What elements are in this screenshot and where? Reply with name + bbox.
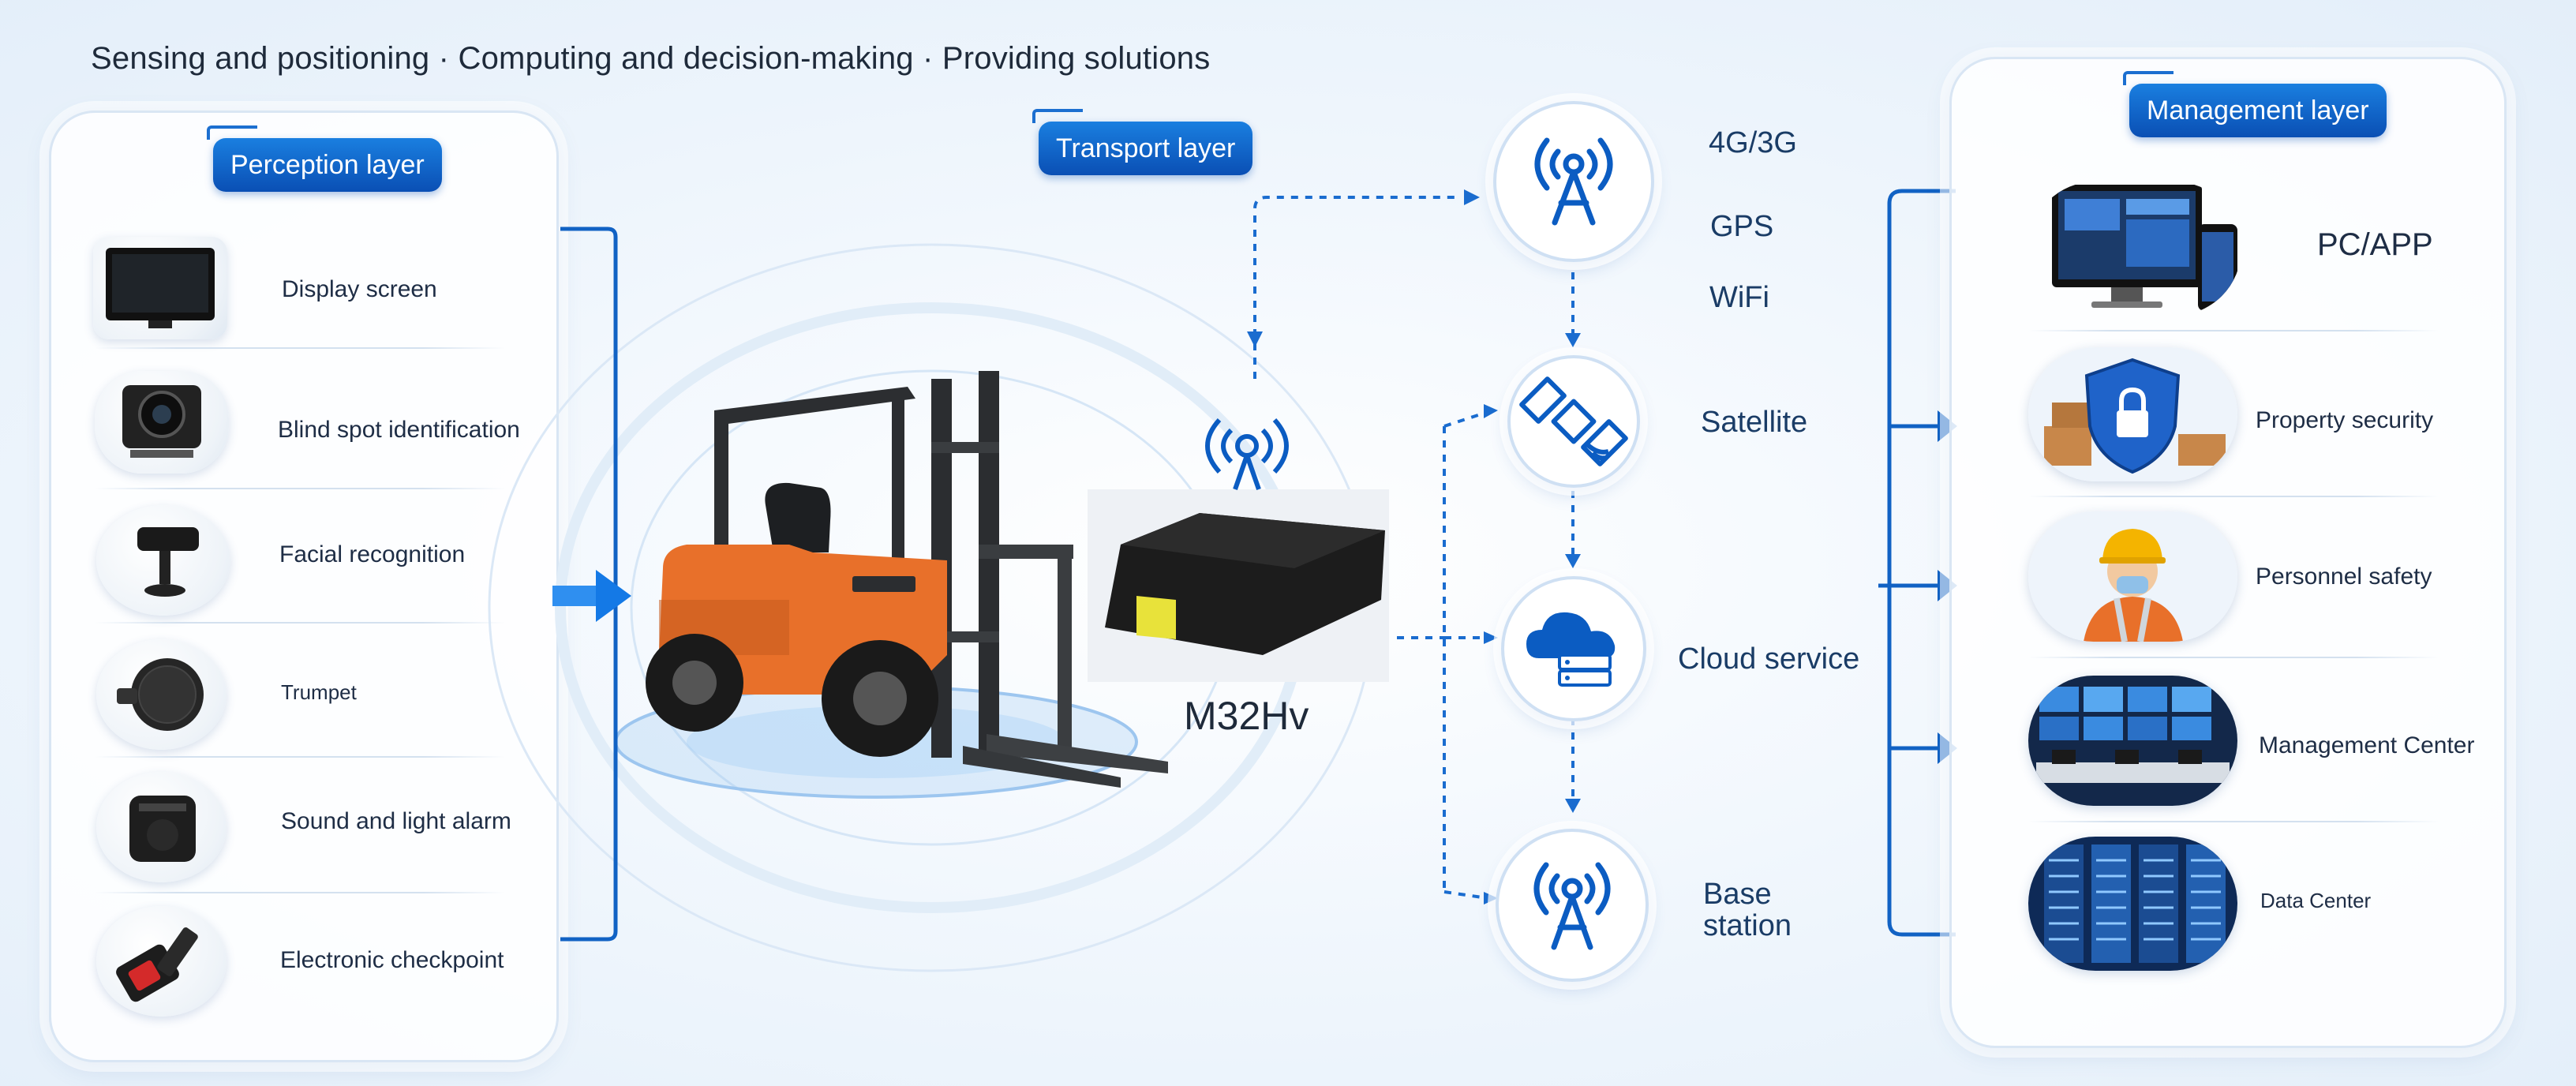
face-camera-thumb [96,505,230,616]
shield-lock-icon [2028,347,2237,481]
row-divider [95,756,505,758]
row-divider [95,488,505,489]
pc-app-label: PC/APP [2317,227,2433,262]
network-4g-circle [1493,101,1654,262]
cloud-server-icon [1526,612,1616,687]
camera-icon [122,385,201,458]
worker-icon [2028,511,2237,642]
display-screen-thumb [93,237,227,339]
row-divider [95,347,505,349]
network-4g-label: 4G/3G [1709,126,1797,159]
row-divider [2028,821,2439,822]
row-divider [95,892,505,893]
alarm-thumb [96,772,227,882]
satellite-icon [1519,376,1628,466]
trumpet-label: Trumpet [281,680,357,704]
alarm-icon [129,796,196,862]
cloud-service-label: Cloud service [1678,642,1860,676]
seatbelt-icon [116,927,198,1002]
management-center-label: Management Center [2259,732,2475,758]
row-divider [95,622,505,624]
data-center-label: Data Center [2260,889,2372,912]
antenna-tower-icon [1534,137,1613,226]
facial-recognition-label: Facial recognition [279,541,466,567]
antenna-tower-icon [1533,862,1611,950]
pc-app-thumb [2028,182,2241,316]
satellite-circle [1507,355,1640,488]
device-model-label: M32Hv [1184,694,1309,738]
display-screen-icon [106,248,215,328]
device-antenna-icon [1205,418,1289,490]
seatbelt-thumb [96,906,227,1017]
management-center-thumb [2028,676,2237,806]
cloud-service-circle [1501,576,1646,721]
face-recognition-camera-icon [137,527,199,597]
personnel-safety-thumb [2028,511,2237,642]
page-headline: Sensing and positioning · Computing and … [91,41,1211,76]
pc-app-icon [2052,185,2237,311]
row-divider [2028,657,2439,658]
transport-layer-title: Transport layer [1032,109,1253,175]
sound-light-alarm-label: Sound and light alarm [281,808,511,834]
display-screen-label: Display screen [282,276,437,302]
camera-thumb [95,371,229,474]
base-station-label-line1: Base [1703,878,1772,911]
base-station-label-line2: station [1703,909,1792,942]
perception-layer-title: Perception layer [207,125,442,192]
satellite-label: Satellite [1701,406,1808,439]
speaker-thumb [96,639,227,750]
row-divider [2028,496,2439,497]
network-wifi-label: WiFi [1709,281,1769,314]
base-station-circle [1496,829,1649,982]
row-divider [2028,330,2439,331]
network-gps-label: GPS [1710,210,1774,243]
property-security-label: Property security [2256,407,2434,433]
personnel-safety-label: Personnel safety [2256,564,2432,590]
property-security-thumb [2028,347,2237,481]
control-room-icon [2028,676,2237,806]
management-layer-title: Management layer [2123,71,2387,137]
speaker-icon [117,658,204,731]
data-center-thumb [2028,837,2237,971]
electronic-checkpoint-label: Electronic checkpoint [280,947,504,973]
server-rack-icon [2028,837,2237,971]
blind-spot-label: Blind spot identification [278,417,520,443]
